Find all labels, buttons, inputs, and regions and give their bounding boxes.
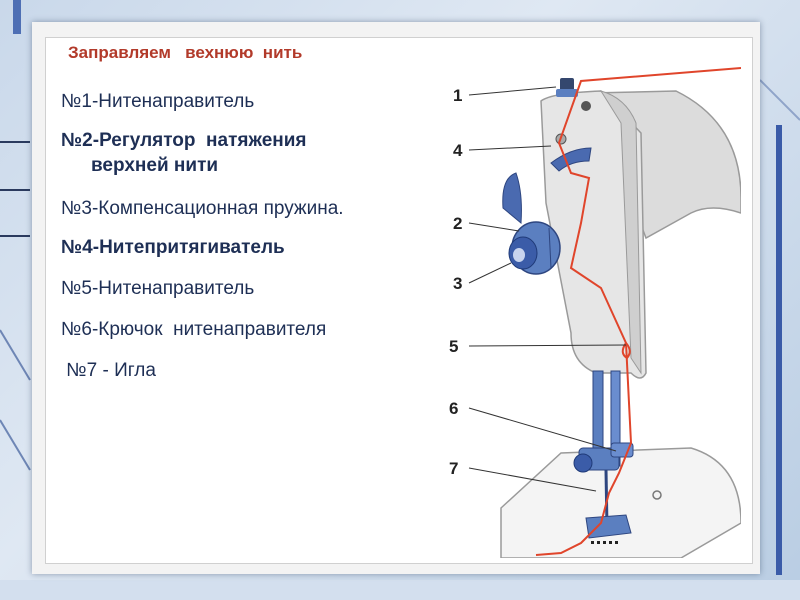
right-accent-stripe bbox=[776, 125, 782, 575]
upper-thread bbox=[535, 67, 741, 556]
machine-bed bbox=[500, 447, 741, 558]
callout-5: 5 bbox=[449, 337, 458, 356]
presser-foot bbox=[585, 514, 632, 539]
sewing-machine-illustration: 1 4 2 3 5 6 7 bbox=[449, 67, 741, 558]
item-3: №3-Компенсационная пружина. bbox=[61, 198, 344, 219]
item-5: №5-Нитенаправитель bbox=[61, 278, 255, 299]
item-1: №1-Нитенаправитель bbox=[61, 91, 255, 112]
item-7: №7 - Игла bbox=[61, 360, 156, 381]
callout-6: 6 bbox=[449, 399, 458, 418]
top-screw-icon bbox=[560, 78, 574, 92]
callout-3: 3 bbox=[453, 274, 462, 293]
thread-guide-5-icon bbox=[621, 342, 631, 360]
item-2-continuation: верхней нити bbox=[91, 155, 219, 176]
slide-title: Заправляем вехнюю нить bbox=[68, 43, 303, 62]
callout-1: 1 bbox=[453, 86, 462, 105]
item-4: №4-Нитепритягиватель bbox=[61, 237, 285, 258]
top-accent-stripe bbox=[13, 0, 21, 34]
bed-screw-icon bbox=[652, 490, 662, 500]
clamp-screw-icon bbox=[573, 453, 593, 473]
tension-spring-arm bbox=[502, 172, 522, 225]
item-2-text: №2-Регулятор натяжения bbox=[61, 130, 307, 151]
callout-4: 4 bbox=[453, 141, 463, 160]
oil-hole-icon bbox=[581, 101, 591, 111]
callout-7: 7 bbox=[449, 459, 458, 478]
callout-2: 2 bbox=[453, 214, 462, 233]
slide: Заправляем вехнюю нить №1-Нитенаправител… bbox=[45, 37, 753, 564]
item-2: №2-Регулятор натяжения верхней нити bbox=[61, 128, 307, 178]
item-6: №6-Крючок нитенаправителя bbox=[61, 319, 327, 340]
face-plate bbox=[599, 90, 642, 375]
